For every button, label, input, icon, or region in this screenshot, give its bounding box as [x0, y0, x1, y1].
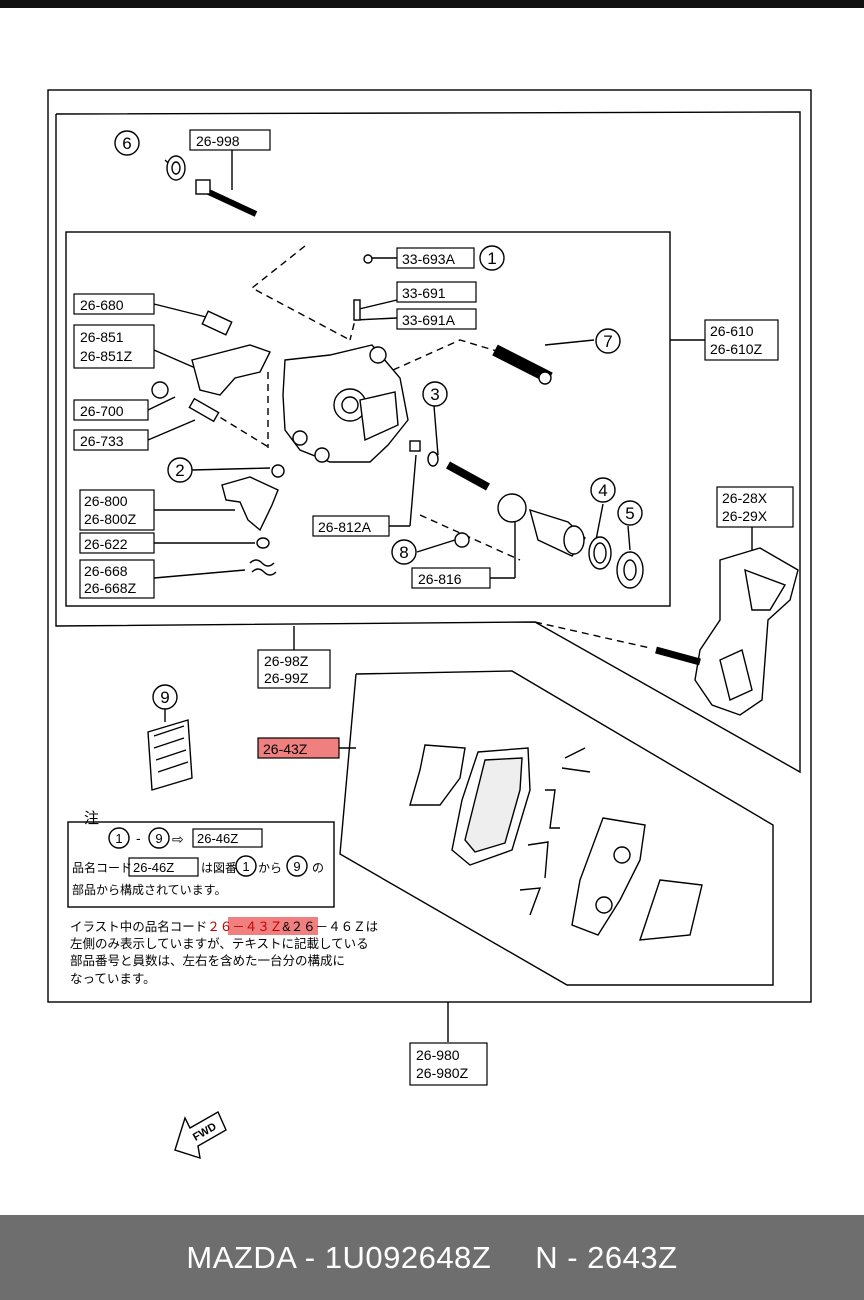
label-26-851: 26-851 [80, 329, 124, 345]
label-33-693A: 33-693A [402, 251, 456, 267]
note-kara: から [258, 861, 282, 875]
footer-diagram-code: N - 2643Z [535, 1239, 678, 1275]
label-26-99Z: 26-99Z [264, 670, 309, 686]
notice-line1b: &２６－４６Ｚは [282, 920, 378, 934]
label-26-800: 26-800 [84, 493, 128, 509]
label-26-43Z: 26-43Z [263, 741, 308, 757]
label-26-980Z: 26-980Z [416, 1065, 469, 1081]
label-26-610: 26-610 [710, 323, 754, 339]
label-26-733: 26-733 [80, 433, 124, 449]
notice-highlight [228, 917, 318, 935]
label-26-980: 26-980 [416, 1047, 460, 1063]
label-33-691: 33-691 [402, 285, 446, 301]
label-26-816: 26-816 [418, 571, 462, 587]
note-ref-code: 26-46Z [197, 831, 238, 846]
note-box [67, 821, 335, 908]
label-26-812A: 26-812A [318, 519, 372, 535]
note-circled-1: 1 [115, 831, 122, 846]
pad-kit-frame [339, 670, 774, 986]
note-arrow: ⇨ [172, 831, 184, 847]
note-no: の [312, 861, 324, 875]
footer-bar: MAZDA - 1U092648Z N - 2643Z [0, 1215, 864, 1300]
caliper-assembly-frame [55, 111, 801, 774]
callout-5: 5 [625, 504, 634, 523]
note-circled-9: 9 [155, 831, 162, 846]
note-code: 26-46Z [133, 860, 174, 875]
label-26-610Z: 26-610Z [710, 341, 763, 357]
note-dash: - [136, 830, 141, 846]
note-line2-mid: は図番 [201, 861, 237, 875]
label-26-700: 26-700 [80, 403, 124, 419]
note-circled-to: 9 [293, 859, 300, 874]
label-26-28X: 26-28X [722, 490, 768, 506]
callout-2: 2 [175, 461, 184, 480]
notice-line1: イラスト中の品名コード２６－４３Ｚ&２６－４６Ｚは [70, 919, 378, 934]
top-border [0, 0, 864, 8]
note-circled-from: 1 [242, 859, 249, 874]
label-26-668: 26-668 [84, 563, 128, 579]
label-26-668Z: 26-668Z [84, 580, 137, 596]
highlight-box [257, 737, 340, 759]
caliper-body-frame [65, 231, 671, 607]
callout-7: 7 [603, 332, 612, 351]
notice-line3: 部品番号と員数は、左右を含めた一台分の構成に [70, 953, 345, 968]
label-26-998: 26-998 [196, 133, 240, 149]
callout-4: 4 [598, 481, 607, 500]
footer-part-number: MAZDA - 1U092648Z [186, 1239, 492, 1275]
label-26-98Z: 26-98Z [264, 653, 309, 669]
callout-1: 1 [487, 249, 496, 268]
callout-9: 9 [160, 688, 169, 707]
label-33-691A: 33-691A [402, 312, 456, 328]
label-26-29X: 26-29X [722, 508, 768, 524]
label-26-800Z: 26-800Z [84, 511, 137, 527]
note-line3: 部品から構成されています。 [72, 882, 226, 897]
label-26-851Z: 26-851Z [80, 348, 133, 364]
callout-6: 6 [122, 134, 131, 153]
notice-line4: なっています。 [70, 972, 156, 986]
callout-3: 3 [430, 385, 439, 404]
note-title: 注 [84, 810, 99, 827]
note-line2-prefix: 品名コード [72, 860, 132, 875]
callout-8: 8 [399, 543, 408, 562]
notice-line2: 左側のみ表示していますが、テキストに記載している [70, 936, 369, 951]
notice-highlight-code: ２６－４３Ｚ [207, 920, 282, 934]
notice-line1a: イラスト中の品名コード [70, 919, 207, 934]
outer-frame [47, 89, 812, 1003]
brake-caliper-diagram: 6 1 7 3 2 4 5 8 9 26-998 33-693A 33-691 … [47, 89, 812, 1160]
label-26-680: 26-680 [80, 297, 124, 313]
label-26-622: 26-622 [84, 536, 128, 552]
